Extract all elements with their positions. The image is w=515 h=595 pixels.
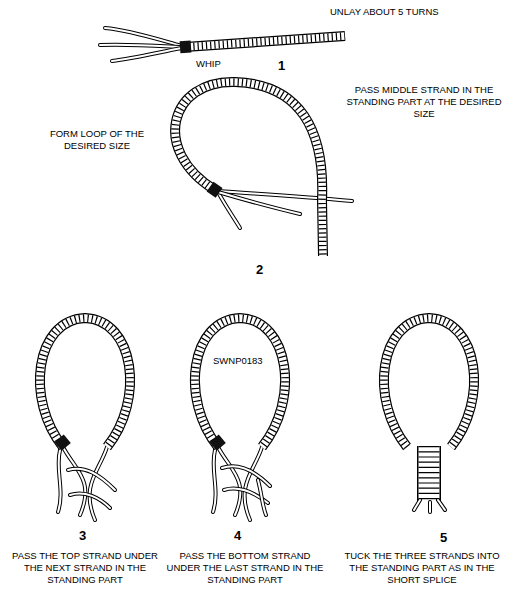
- drawing-code: SWNP0183: [213, 355, 273, 367]
- figure-number: 3: [79, 528, 99, 544]
- figure-3-rope: [40, 318, 130, 520]
- step-note: FORM LOOP OF THE DESIRED SIZE: [38, 128, 156, 152]
- whipping: [207, 182, 223, 198]
- figure-number: 5: [440, 530, 460, 546]
- step-caption: TUCK THE THREE STRANDS INTO THE STANDING…: [336, 550, 508, 586]
- whipping: [55, 435, 71, 451]
- figure-number: 2: [256, 262, 276, 278]
- figure-number: 1: [278, 58, 298, 74]
- part-name: WHIP: [196, 58, 246, 70]
- figure-1-rope: [100, 28, 345, 61]
- figure-4-rope: [195, 318, 285, 520]
- figure-5-rope: [384, 318, 474, 512]
- figure-number: 4: [234, 528, 254, 544]
- step-note: UNLAY ABOUT 5 TURNS: [330, 6, 490, 18]
- step-caption: PASS THE TOP STRAND UNDER THE NEXT STRAN…: [8, 550, 162, 586]
- step-caption: PASS THE BOTTOM STRAND UNDER THE LAST ST…: [164, 550, 326, 586]
- whipping: [210, 435, 226, 451]
- step-note: PASS MIDDLE STRAND IN THE STANDING PART …: [345, 84, 503, 120]
- figure-2-rope: [175, 82, 352, 256]
- whipping: [180, 41, 192, 54]
